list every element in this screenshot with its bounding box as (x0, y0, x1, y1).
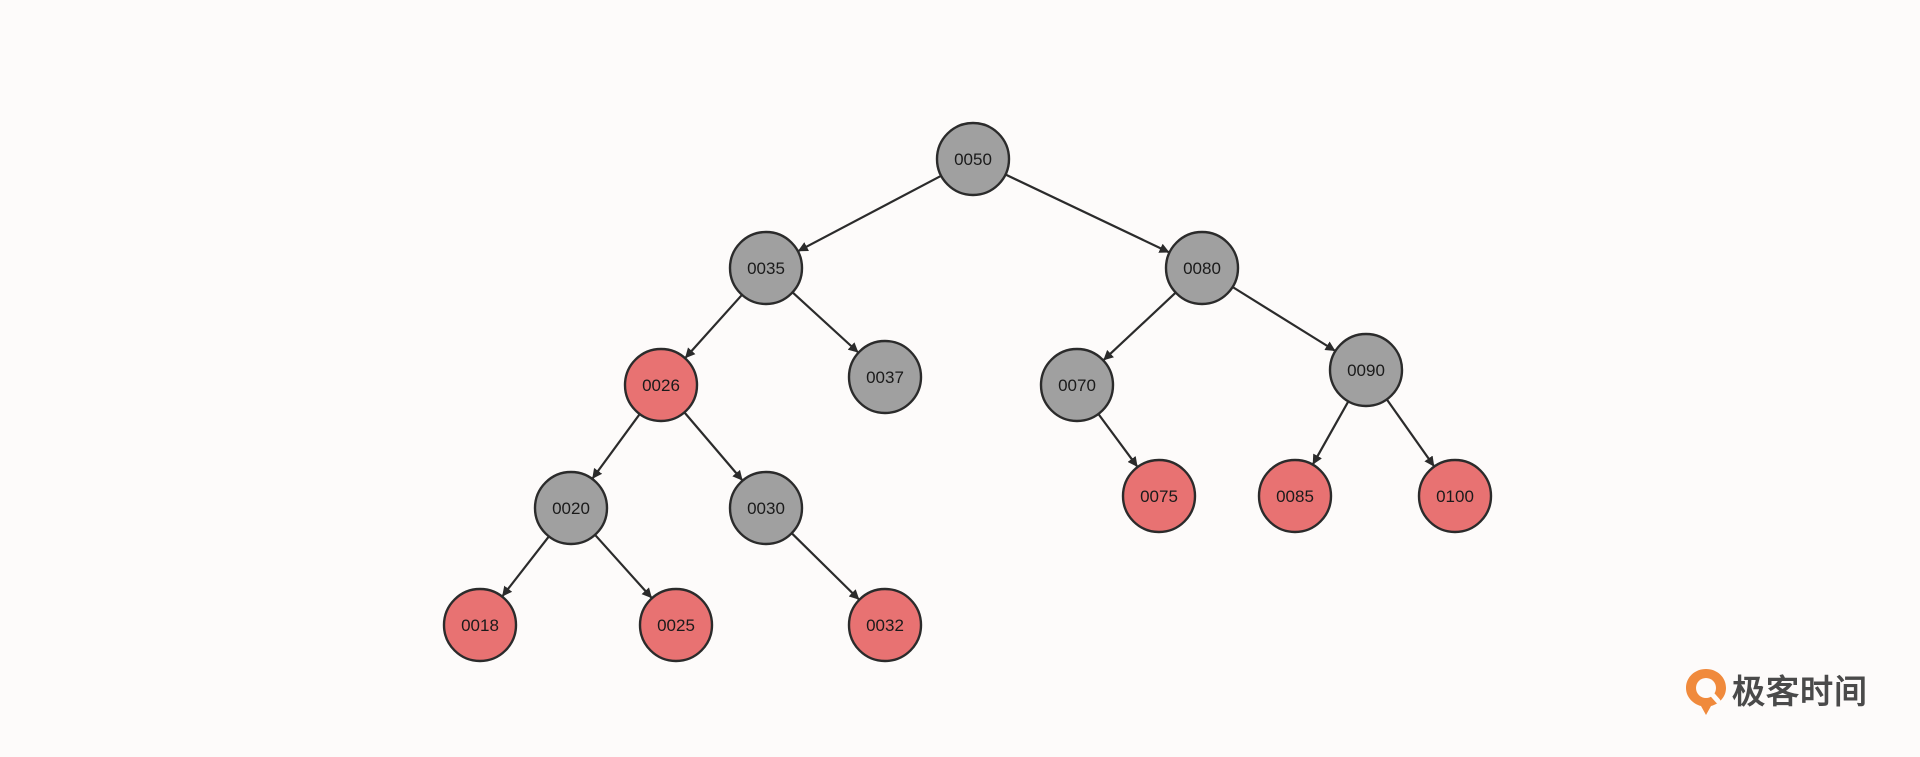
node-label: 0025 (657, 616, 695, 635)
node-circle-black (533, 470, 609, 546)
node-label: 0026 (642, 376, 680, 395)
node-label: 0032 (866, 616, 904, 635)
brand-logo: 极客时间 (1684, 666, 1868, 718)
logo-mark-icon (1686, 669, 1726, 715)
node-circle-red (1257, 458, 1333, 534)
edges-layer (501, 173, 1435, 600)
tree-node-0050: 0050 (935, 121, 1011, 197)
node-label: 0085 (1276, 487, 1314, 506)
edge-n80-n70 (1103, 291, 1177, 361)
edge-n90-n100 (1385, 398, 1435, 467)
tree-node-0020: 0020 (533, 470, 609, 546)
node-circle-red (442, 587, 518, 663)
tree-node-0026: 0026 (623, 347, 699, 423)
edge-n20-n25 (594, 534, 653, 599)
tree-node-0085: 0085 (1257, 458, 1333, 534)
node-circle-black (1039, 347, 1115, 423)
tree-node-0032: 0032 (847, 587, 923, 663)
node-label: 0020 (552, 499, 590, 518)
node-circle-red (1417, 458, 1493, 534)
node-circle-black (728, 230, 804, 306)
tree-node-0070: 0070 (1039, 347, 1115, 423)
node-circle-black (728, 470, 804, 546)
node-label: 0035 (747, 259, 785, 278)
logo-text: 极客时间 (1732, 672, 1868, 711)
tree-node-0090: 0090 (1328, 332, 1404, 408)
edge-n70-n75 (1097, 413, 1138, 468)
node-label: 0050 (954, 150, 992, 169)
node-label: 0070 (1058, 376, 1096, 395)
tree-node-0075: 0075 (1121, 458, 1197, 534)
tree-node-0025: 0025 (638, 587, 714, 663)
node-circle-black (1328, 332, 1404, 408)
tree-node-0035: 0035 (728, 230, 804, 306)
tree-node-0037: 0037 (847, 339, 923, 415)
edge-n50-n35 (797, 174, 942, 252)
node-label: 0090 (1347, 361, 1385, 380)
edge-n80-n90 (1232, 286, 1336, 352)
tree-node-0018: 0018 (442, 587, 518, 663)
edge-n35-n37 (791, 291, 859, 353)
edge-n26-n20 (591, 413, 641, 479)
node-circle-red (847, 587, 923, 663)
node-circle-red (638, 587, 714, 663)
edge-n35-n26 (684, 294, 743, 359)
edge-n90-n85 (1312, 400, 1350, 465)
node-label: 0100 (1436, 487, 1474, 506)
node-label: 0080 (1183, 259, 1221, 278)
node-circle-red (623, 347, 699, 423)
tree-node-0100: 0100 (1417, 458, 1493, 534)
edge-n26-n30 (683, 411, 743, 481)
node-circle-black (1164, 230, 1240, 306)
tree-node-0030: 0030 (728, 470, 804, 546)
node-circle-red (1121, 458, 1197, 534)
nodes-layer: 0050 0035 0080 0026 0037 0070 0090 0020 0030 0075… (442, 121, 1493, 663)
edge-n20-n18 (501, 535, 550, 597)
node-label: 0037 (866, 368, 904, 387)
edge-n30-n32 (790, 532, 860, 600)
tree-node-0080: 0080 (1164, 230, 1240, 306)
node-label: 0018 (461, 616, 499, 635)
edge-n50-n80 (1005, 173, 1170, 254)
node-label: 0075 (1140, 487, 1178, 506)
node-circle-black (935, 121, 1011, 197)
node-label: 0030 (747, 499, 785, 518)
node-circle-black (847, 339, 923, 415)
